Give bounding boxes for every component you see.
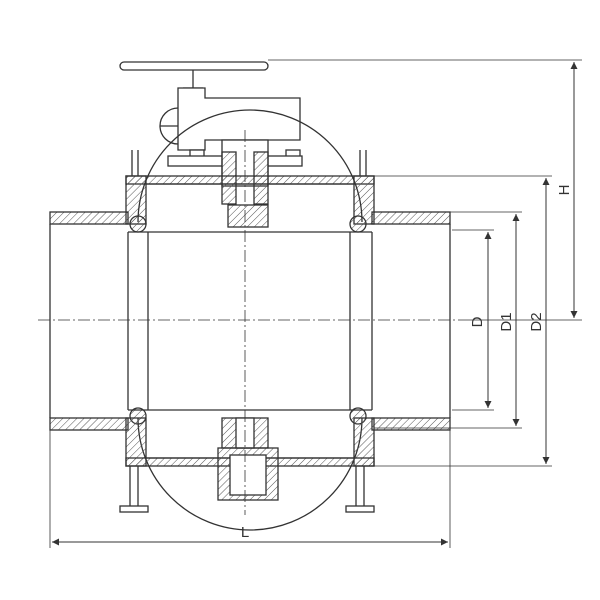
dimension-lines xyxy=(52,62,578,546)
dim-label-D2: D2 xyxy=(528,312,545,331)
support-legs xyxy=(119,466,375,513)
center-lines xyxy=(38,130,462,515)
mounting-posts-top xyxy=(131,150,367,176)
bottom-trunnion xyxy=(217,417,279,501)
bore xyxy=(127,231,373,411)
handwheel xyxy=(119,61,269,89)
dim-label-D1: D1 xyxy=(498,312,515,331)
dim-label-D: D xyxy=(469,316,486,327)
extension-lines xyxy=(49,59,582,548)
pipe-ends xyxy=(49,211,451,431)
ball xyxy=(137,109,363,531)
body-upper xyxy=(125,175,375,225)
dim-label-L: L xyxy=(241,524,249,541)
dim-label-H: H xyxy=(556,185,573,196)
